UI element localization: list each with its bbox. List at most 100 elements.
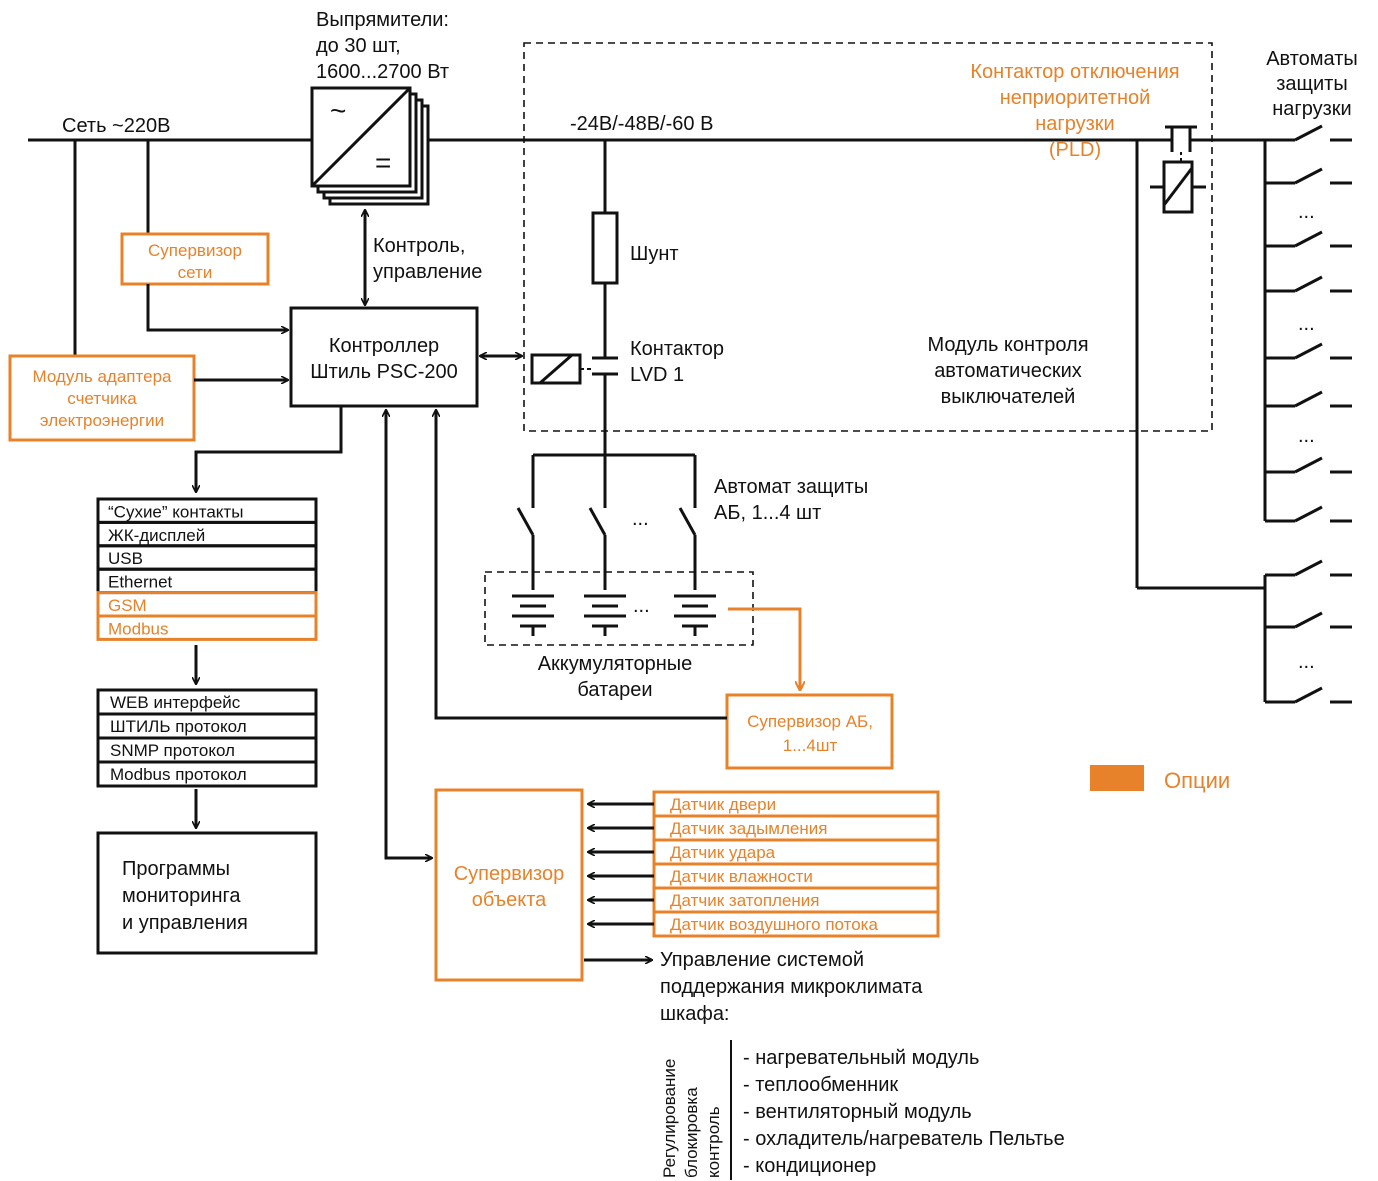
object-supervisor-label-1: Супервизор bbox=[454, 863, 565, 885]
mains-line bbox=[28, 138, 318, 355]
meter-adapter-label-3: электроэнергии bbox=[40, 411, 164, 430]
breaker-module-label-1: Модуль контроля bbox=[927, 334, 1088, 356]
battery-supervisor-box bbox=[725, 693, 894, 770]
load-breakers-ellipsis-3: ... bbox=[1298, 425, 1315, 447]
breaker-module-label-3: выключателей bbox=[941, 386, 1076, 408]
load-breaker bbox=[1265, 611, 1352, 629]
batteries-box bbox=[484, 571, 754, 646]
climate-item: - охладитель/нагреватель Пельтье bbox=[743, 1128, 1065, 1150]
climate-label-3: шкафа: bbox=[660, 1003, 730, 1025]
battery-breaker-label-2: АБ, 1...4 шт bbox=[714, 502, 821, 524]
controller-label-1: Контроллер bbox=[329, 335, 439, 357]
lvd-coil bbox=[530, 353, 592, 385]
shunt-label: Шунт bbox=[630, 243, 679, 265]
legend-label: Опции bbox=[1164, 768, 1230, 793]
meter-adapter-label-1: Модуль адаптера bbox=[33, 367, 173, 386]
load-breaker bbox=[1265, 686, 1352, 704]
protocol-row bbox=[96, 760, 318, 788]
meter-adapter-box bbox=[8, 354, 196, 442]
load-breakers-ellipsis-1: ... bbox=[1298, 201, 1315, 223]
mains-label: Сеть ~220В bbox=[62, 115, 170, 137]
protocol-label: ШТИЛЬ протокол bbox=[110, 717, 247, 736]
load-breaker bbox=[1265, 505, 1352, 523]
control-link-label-2: управление bbox=[373, 261, 482, 283]
load-breaker bbox=[1265, 230, 1352, 248]
battery-supervisor-label-2: 1...4шт bbox=[783, 736, 838, 755]
climate-item: - вентиляторный модуль bbox=[743, 1101, 972, 1123]
object-supervisor-label-2: объекта bbox=[472, 889, 547, 911]
climate-side-label-3: контроль bbox=[704, 1106, 723, 1178]
protocol-label: Modbus протокол bbox=[110, 765, 247, 784]
climate-items: - нагревательный модуль - теплообменник - … bbox=[743, 1047, 1065, 1177]
battery-breakers bbox=[516, 455, 697, 590]
monitoring-label-1: Программы bbox=[122, 858, 230, 880]
interface-label: Ethernet bbox=[108, 573, 173, 592]
dc-bus bbox=[428, 138, 1265, 590]
load-breakers-label-3: нагрузки bbox=[1272, 98, 1351, 120]
lvd-label-2: LVD 1 bbox=[630, 364, 684, 386]
load-breaker bbox=[1265, 342, 1352, 360]
battery-branch bbox=[533, 140, 695, 457]
meter-adapter-label-2: счетчика bbox=[67, 389, 137, 408]
monitoring-label-3: и управления bbox=[122, 912, 248, 934]
pld-label-2: неприоритетной bbox=[1000, 87, 1151, 109]
pld-label-3: нагрузки bbox=[1035, 113, 1114, 135]
climate-item: - нагревательный модуль bbox=[743, 1047, 979, 1069]
load-breaker bbox=[1265, 390, 1352, 408]
climate-item: - теплообменник bbox=[743, 1074, 898, 1096]
sensor-label: Датчик удара bbox=[670, 843, 776, 862]
protocol-label: SNMP протокол bbox=[110, 741, 235, 760]
load-breaker bbox=[1265, 275, 1352, 293]
batteries-label-2: батареи bbox=[577, 679, 652, 701]
interface-row bbox=[96, 614, 318, 641]
batteries-label-1: Аккумуляторные bbox=[538, 653, 693, 675]
batteries-ellipsis: ... bbox=[633, 595, 650, 617]
control-link-label-1: Контроль, bbox=[373, 235, 465, 257]
controller-interfaces-arrow bbox=[196, 406, 343, 492]
object-supervisor-box bbox=[434, 788, 584, 982]
load-breaker bbox=[1265, 559, 1352, 577]
rectifiers-count: до 30 шт, bbox=[316, 35, 401, 57]
sensor-label: Датчик затопления bbox=[670, 891, 820, 910]
interfaces-table: “Сухие” контактыЖК-дисплейUSBEthernetGSM… bbox=[96, 497, 318, 641]
rectifier-stack: ~ = bbox=[310, 86, 430, 206]
monitoring-label-2: мониторинга bbox=[122, 885, 241, 907]
interface-label: Modbus bbox=[108, 619, 168, 638]
sensor-label: Датчик влажности bbox=[670, 867, 813, 886]
battery-supervisor-label-1: Супервизор АБ, bbox=[747, 712, 873, 731]
ac-symbol: ~ bbox=[330, 95, 346, 126]
load-breaker bbox=[1265, 456, 1352, 474]
rectifiers-power: 1600...2700 Вт bbox=[316, 61, 449, 83]
battery-supervisor-link bbox=[436, 410, 727, 720]
interface-label: GSM bbox=[108, 596, 147, 615]
interface-label: “Сухие” контакты bbox=[108, 502, 243, 521]
climate-item: - кондиционер bbox=[743, 1155, 876, 1177]
protocol-label: WEB интерфейс bbox=[110, 693, 241, 712]
sensor-label: Датчик задымления bbox=[670, 819, 827, 838]
pld-label-1: Контактор отключения bbox=[970, 61, 1179, 83]
sensor-label: Датчик двери bbox=[670, 795, 776, 814]
controller-box bbox=[289, 306, 479, 408]
object-supervisor-link bbox=[386, 410, 432, 858]
lvd-label-1: Контактор bbox=[630, 338, 724, 360]
climate-side-label-1: Регулирование bbox=[660, 1059, 679, 1178]
sensor-label: Датчик воздушного потока bbox=[670, 915, 878, 934]
grid-supervisor-label-1: Супервизор bbox=[148, 241, 242, 260]
load-breakers-ellipsis-4: ... bbox=[1298, 651, 1315, 673]
grid-supervisor-box bbox=[120, 232, 270, 286]
pld-label-4: (PLD) bbox=[1049, 139, 1101, 161]
breaker-module-box bbox=[523, 42, 1213, 432]
load-breakers-label-2: защиты bbox=[1276, 73, 1347, 95]
load-breaker bbox=[1265, 124, 1352, 142]
load-breakers-label-1: Автоматы bbox=[1266, 48, 1358, 70]
dc-symbol: = bbox=[375, 147, 391, 178]
grid-supervisor-label-2: сети bbox=[178, 263, 213, 282]
battery-cells bbox=[512, 594, 716, 636]
grid-supervisor-arrow bbox=[146, 284, 288, 330]
monitoring-box bbox=[96, 831, 318, 955]
battery-breaker-label-1: Автомат защиты bbox=[714, 476, 868, 498]
load-breaker bbox=[1265, 167, 1352, 185]
